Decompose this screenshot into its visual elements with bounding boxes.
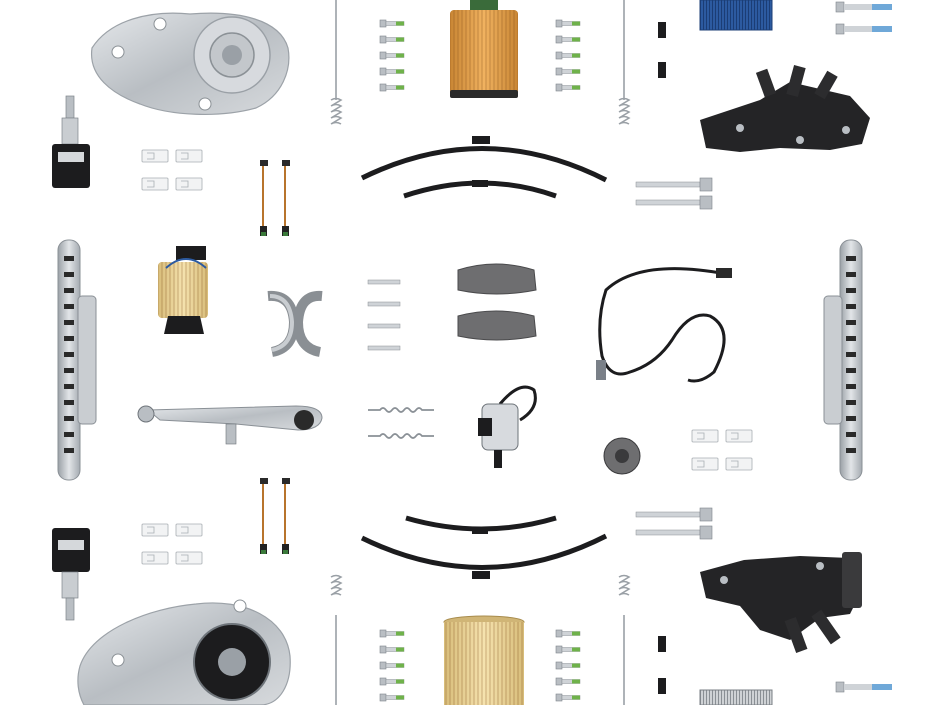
bolt-icon [658,636,666,694]
wear-sensor-icon [259,477,291,555]
brake-pad-icon [457,263,537,341]
wear-sensor-icon [259,159,291,237]
bolt-icon [658,22,666,78]
spring-icon [618,0,630,125]
bolt-icon [635,507,713,540]
engine-mount-icon [603,437,641,475]
tpms-sensor-icon [52,528,90,621]
retaining-clip-icon [691,429,753,471]
bolt-icon [835,1,892,35]
retaining-clip-icon [141,523,203,565]
abs-sensor-icon [596,267,732,383]
spring-icon [368,407,434,439]
bolt-icon [635,177,713,210]
tpms-sensor-icon [52,95,90,188]
brake-disc-icon [823,239,863,481]
brake-pin-icon [367,279,401,351]
bolt-icon [379,629,405,702]
brake-disc-icon [57,239,97,481]
control-arm-icon [137,405,323,445]
fuel-filter-icon [443,615,525,705]
fuel-pump-icon [478,385,537,468]
water-pump-icon [91,12,290,115]
oil-filter-icon [450,0,518,98]
bolt-icon [379,19,405,92]
spring-icon [618,574,631,705]
wiper-blade-icon [360,515,608,579]
bolt-icon [555,19,581,92]
bolt-icon [835,681,892,693]
fuel-filter-icon [158,246,208,334]
water-pump-icon [77,599,291,705]
cabin-filter-icon [699,689,773,705]
bolt-icon [555,629,581,702]
spring-icon [330,574,343,705]
thermostat-housing-icon [700,552,862,654]
brake-shoe-icon [267,290,323,357]
wiper-blade-icon [360,136,608,199]
thermostat-housing-icon [700,64,870,152]
cabin-filter-icon [699,0,773,31]
retaining-clip-icon [141,149,203,191]
spring-icon [330,0,342,125]
